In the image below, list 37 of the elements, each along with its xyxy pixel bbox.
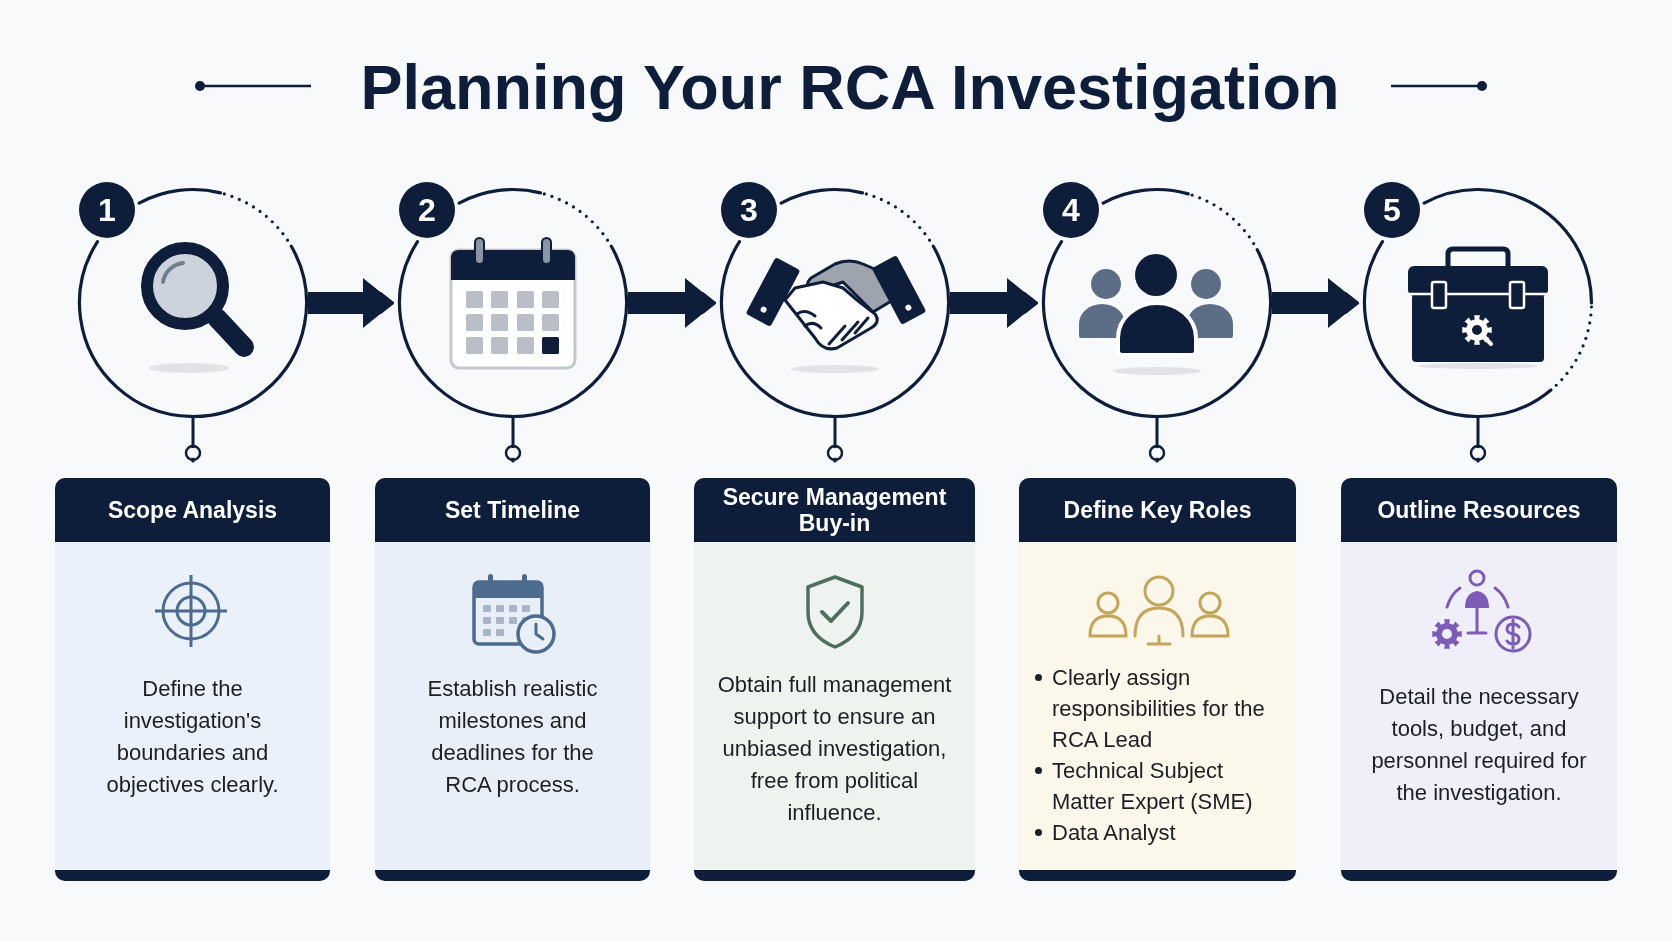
step-number: 5 xyxy=(1364,182,1420,238)
card-text: Establish realistic milestones and deadlines for the RCA process. xyxy=(426,675,599,799)
arrow xyxy=(308,278,394,328)
step-circle xyxy=(398,182,628,418)
card-text: Define the investigation's boundaries and objectives clearly. xyxy=(105,675,280,799)
bullet-item: Technical Subject Matter Expert (SME) xyxy=(1030,754,1290,817)
step-card xyxy=(55,478,330,881)
bullet-item: Clearly assign responsibilities for the RCA Lead xyxy=(1030,661,1290,755)
step-card xyxy=(1341,478,1617,881)
bullet-item: Data Analyst xyxy=(1030,816,1290,848)
connector-line xyxy=(504,418,522,463)
card-heading: Secure Management Buy-in xyxy=(694,478,975,542)
step-card xyxy=(375,478,650,881)
title: Planning Your RCA Investigation xyxy=(360,51,1340,123)
step-circle xyxy=(1363,182,1593,418)
arrow xyxy=(628,278,716,328)
connector-line xyxy=(184,418,202,463)
step-card xyxy=(1019,478,1296,881)
step-circle xyxy=(720,182,950,418)
step-card xyxy=(694,478,975,881)
step-circle xyxy=(1042,182,1272,418)
step-circle xyxy=(78,182,308,418)
step-number: 2 xyxy=(399,182,455,238)
card-heading: Scope Analysis xyxy=(55,478,330,542)
card-heading: Outline Resources xyxy=(1341,478,1617,542)
card-text: Detail the necessary tools, budget, and personnel required for the investigation. xyxy=(1370,683,1588,807)
card-text: Obtain full management support to ensure an unbiased investigation, free from political influence. xyxy=(716,671,953,827)
arrow xyxy=(1272,278,1359,328)
connector-line xyxy=(1148,418,1166,463)
connector-line xyxy=(826,418,844,463)
connector-line xyxy=(1469,418,1487,463)
step-number: 4 xyxy=(1043,182,1099,238)
card-heading: Set Timeline xyxy=(375,478,650,542)
step-number: 3 xyxy=(721,182,777,238)
arrow xyxy=(950,278,1038,328)
card-heading: Define Key Roles xyxy=(1019,478,1296,542)
step-number: 1 xyxy=(79,182,135,238)
